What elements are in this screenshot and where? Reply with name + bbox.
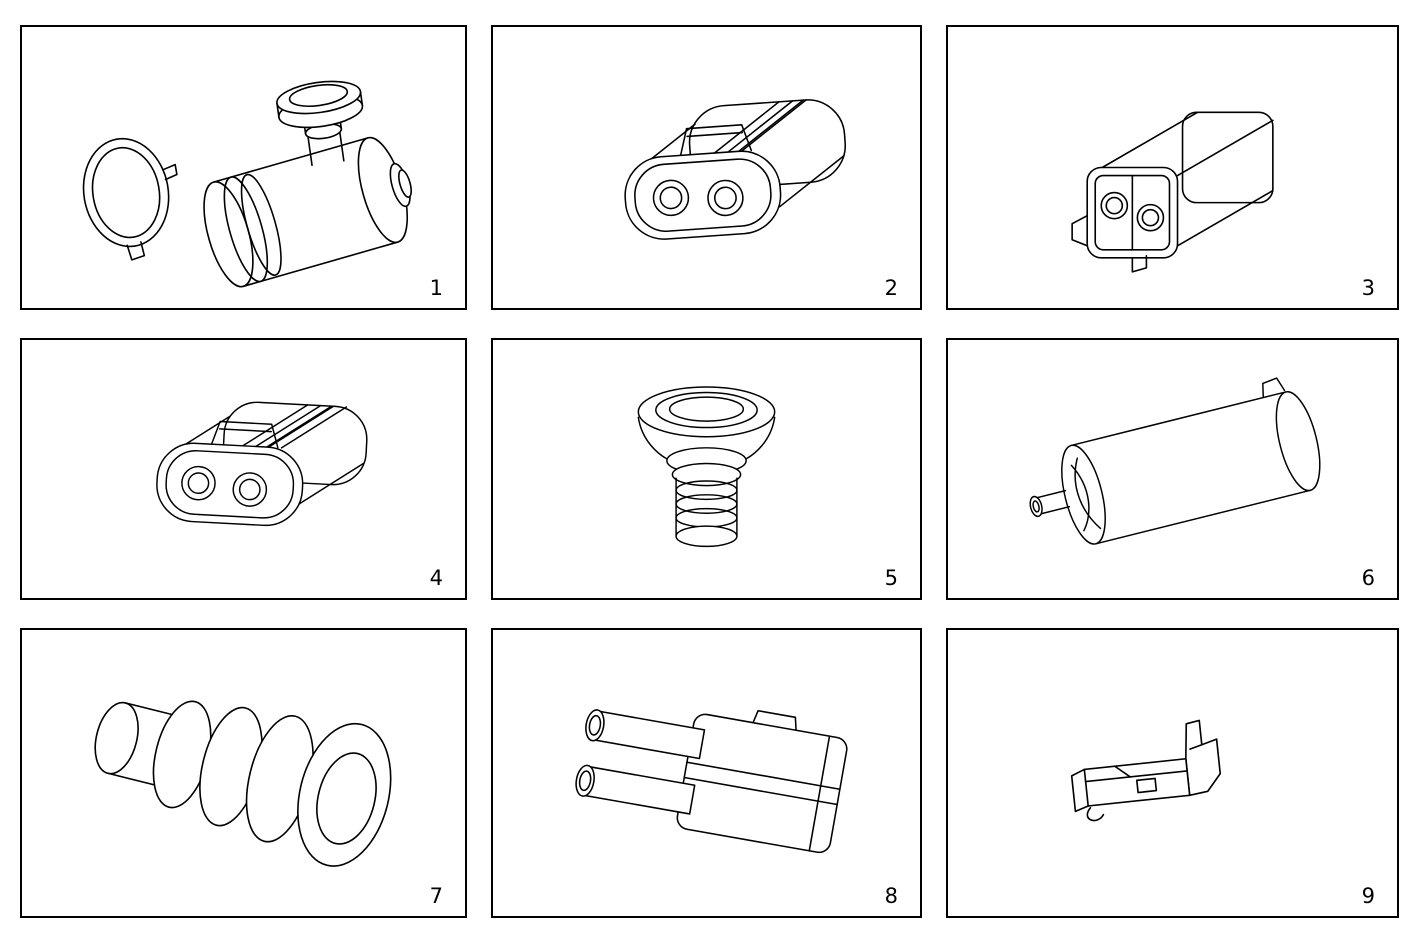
diagram-cell-6: 6 — [946, 338, 1399, 600]
cylindrical-canister-icon — [1029, 377, 1321, 545]
diagram-cell-1: 1 — [20, 25, 467, 310]
part-number-8: 8 — [884, 884, 898, 908]
part-number-2: 2 — [884, 276, 898, 300]
ribbed-seal-grommet-icon — [94, 700, 392, 867]
parts-diagram-grid: 1 — [20, 25, 1399, 918]
part-number-9: 9 — [1361, 884, 1375, 908]
two-way-connector-housing-icon — [624, 99, 847, 240]
mushroom-grommet-icon — [637, 386, 776, 548]
diagram-cell-8: 8 — [491, 628, 922, 918]
part-number-3: 3 — [1361, 276, 1375, 300]
crimp-terminal-icon — [1070, 719, 1222, 822]
square-connector-housing-icon — [1071, 111, 1274, 273]
diagram-cell-3: 3 — [946, 25, 1399, 310]
part-number-6: 6 — [1361, 566, 1375, 590]
diagram-cell-9: 9 — [946, 628, 1399, 918]
diagram-cell-7: 7 — [20, 628, 467, 918]
diagram-cell-2: 2 — [491, 25, 922, 310]
part-number-1: 1 — [429, 276, 443, 300]
part-number-4: 4 — [429, 566, 443, 590]
diagram-cell-5: 5 — [491, 338, 922, 600]
two-way-connector-housing-alt-icon — [156, 401, 368, 527]
part-number-7: 7 — [429, 884, 443, 908]
two-sleeve-connector-icon — [575, 709, 848, 854]
diagram-cell-4: 4 — [20, 338, 467, 600]
canister-with-filler-cap-and-lid-icon — [82, 80, 412, 288]
part-number-5: 5 — [884, 566, 898, 590]
